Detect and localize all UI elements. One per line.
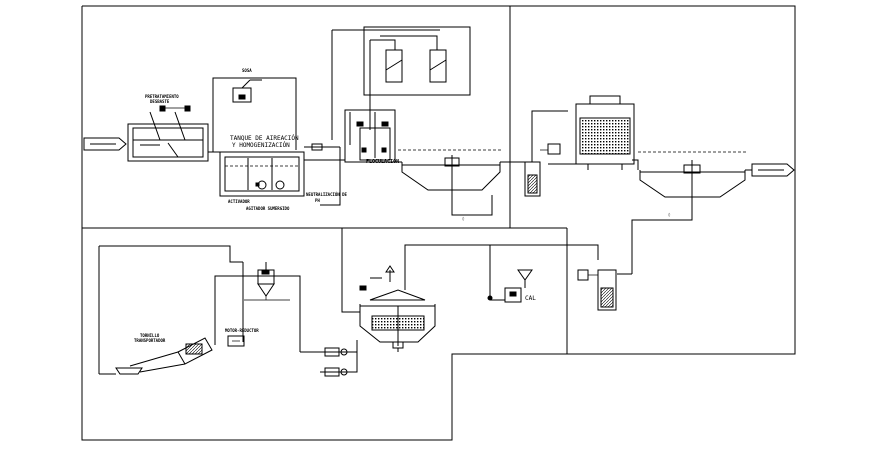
lime-dosing: CAL <box>487 245 536 303</box>
flocculation-tank: FLOCULACIÓN <box>344 109 399 165</box>
secondary-clarifier: ◊ <box>631 151 746 235</box>
neutralization-column <box>524 110 568 197</box>
svg-text:MOTOR-REDUCTOR: MOTOR-REDUCTOR <box>225 328 259 333</box>
inlet-arrow <box>83 137 127 151</box>
tornillo-label-2: TRANSPORTADOR <box>134 338 166 343</box>
lower-column <box>577 269 617 311</box>
sludge-thickener <box>359 265 436 352</box>
chemical-tanks <box>331 26 471 145</box>
svg-text:ACTIVADOR: ACTIVADOR <box>228 199 250 204</box>
floculacion-label: FLOCULACIÓN <box>366 158 399 165</box>
screw-conveyor: MOTOR-REDUCTOR TORNILLO TRANSPORTADOR <box>98 245 301 375</box>
sosa-dosing: SOSA <box>212 68 297 152</box>
sosa-label: SOSA <box>242 68 252 73</box>
cal-label: CAL <box>525 295 536 302</box>
primary-clarifier: ◊ <box>395 149 502 221</box>
neutralization-area: NEUTRALIZACIÓN DE PH <box>304 143 348 206</box>
sheet-borders <box>81 5 796 441</box>
neutralizacion-label-2: PH <box>315 198 320 203</box>
svg-text:◊: ◊ <box>462 216 465 221</box>
tanque-label-1: TANQUE DE AIREACIÓN <box>230 135 299 142</box>
neutralizacion-label-1: NEUTRALIZACIÓN DE <box>306 192 348 197</box>
tanque-label-2: Y HOMOGENIZACIÓN <box>232 142 290 149</box>
outlet-arrow <box>745 163 795 177</box>
svg-text:◊: ◊ <box>668 212 671 217</box>
arrow-up-icon <box>385 265 395 273</box>
sludge-pumps <box>300 340 358 377</box>
desbaste-label: DESBASTE <box>150 99 170 104</box>
svg-text:AGITADOR SUMERGIDO: AGITADOR SUMERGIDO <box>246 206 290 211</box>
cooling-tower <box>548 95 639 170</box>
tornillo-label-1: TORNILLO <box>140 333 160 338</box>
aeration-tank: TANQUE DE AIREACIÓN Y HOMOGENIZACIÓN ACT… <box>219 135 305 211</box>
return-piping <box>341 228 633 313</box>
pump-icon <box>340 348 348 356</box>
pretreatment-desbaste: PRETRATAMIENTO DESBASTE <box>127 94 209 162</box>
pretratamiento-label: PRETRATAMIENTO <box>145 94 179 99</box>
